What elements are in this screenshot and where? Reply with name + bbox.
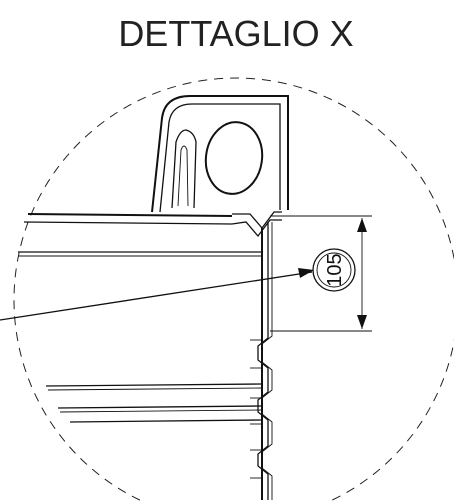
detail-title: DETTAGLIO X <box>118 13 353 54</box>
reference-balloon: 105 <box>312 248 356 292</box>
balloon-label: 105 <box>324 253 346 286</box>
vertical-profile <box>250 222 273 500</box>
top-flange <box>23 211 282 238</box>
section-lines <box>18 251 263 423</box>
leader-line <box>0 268 314 321</box>
mounting-bracket <box>151 95 289 213</box>
detail-boundary-circle <box>13 77 454 502</box>
dimension <box>270 215 372 332</box>
